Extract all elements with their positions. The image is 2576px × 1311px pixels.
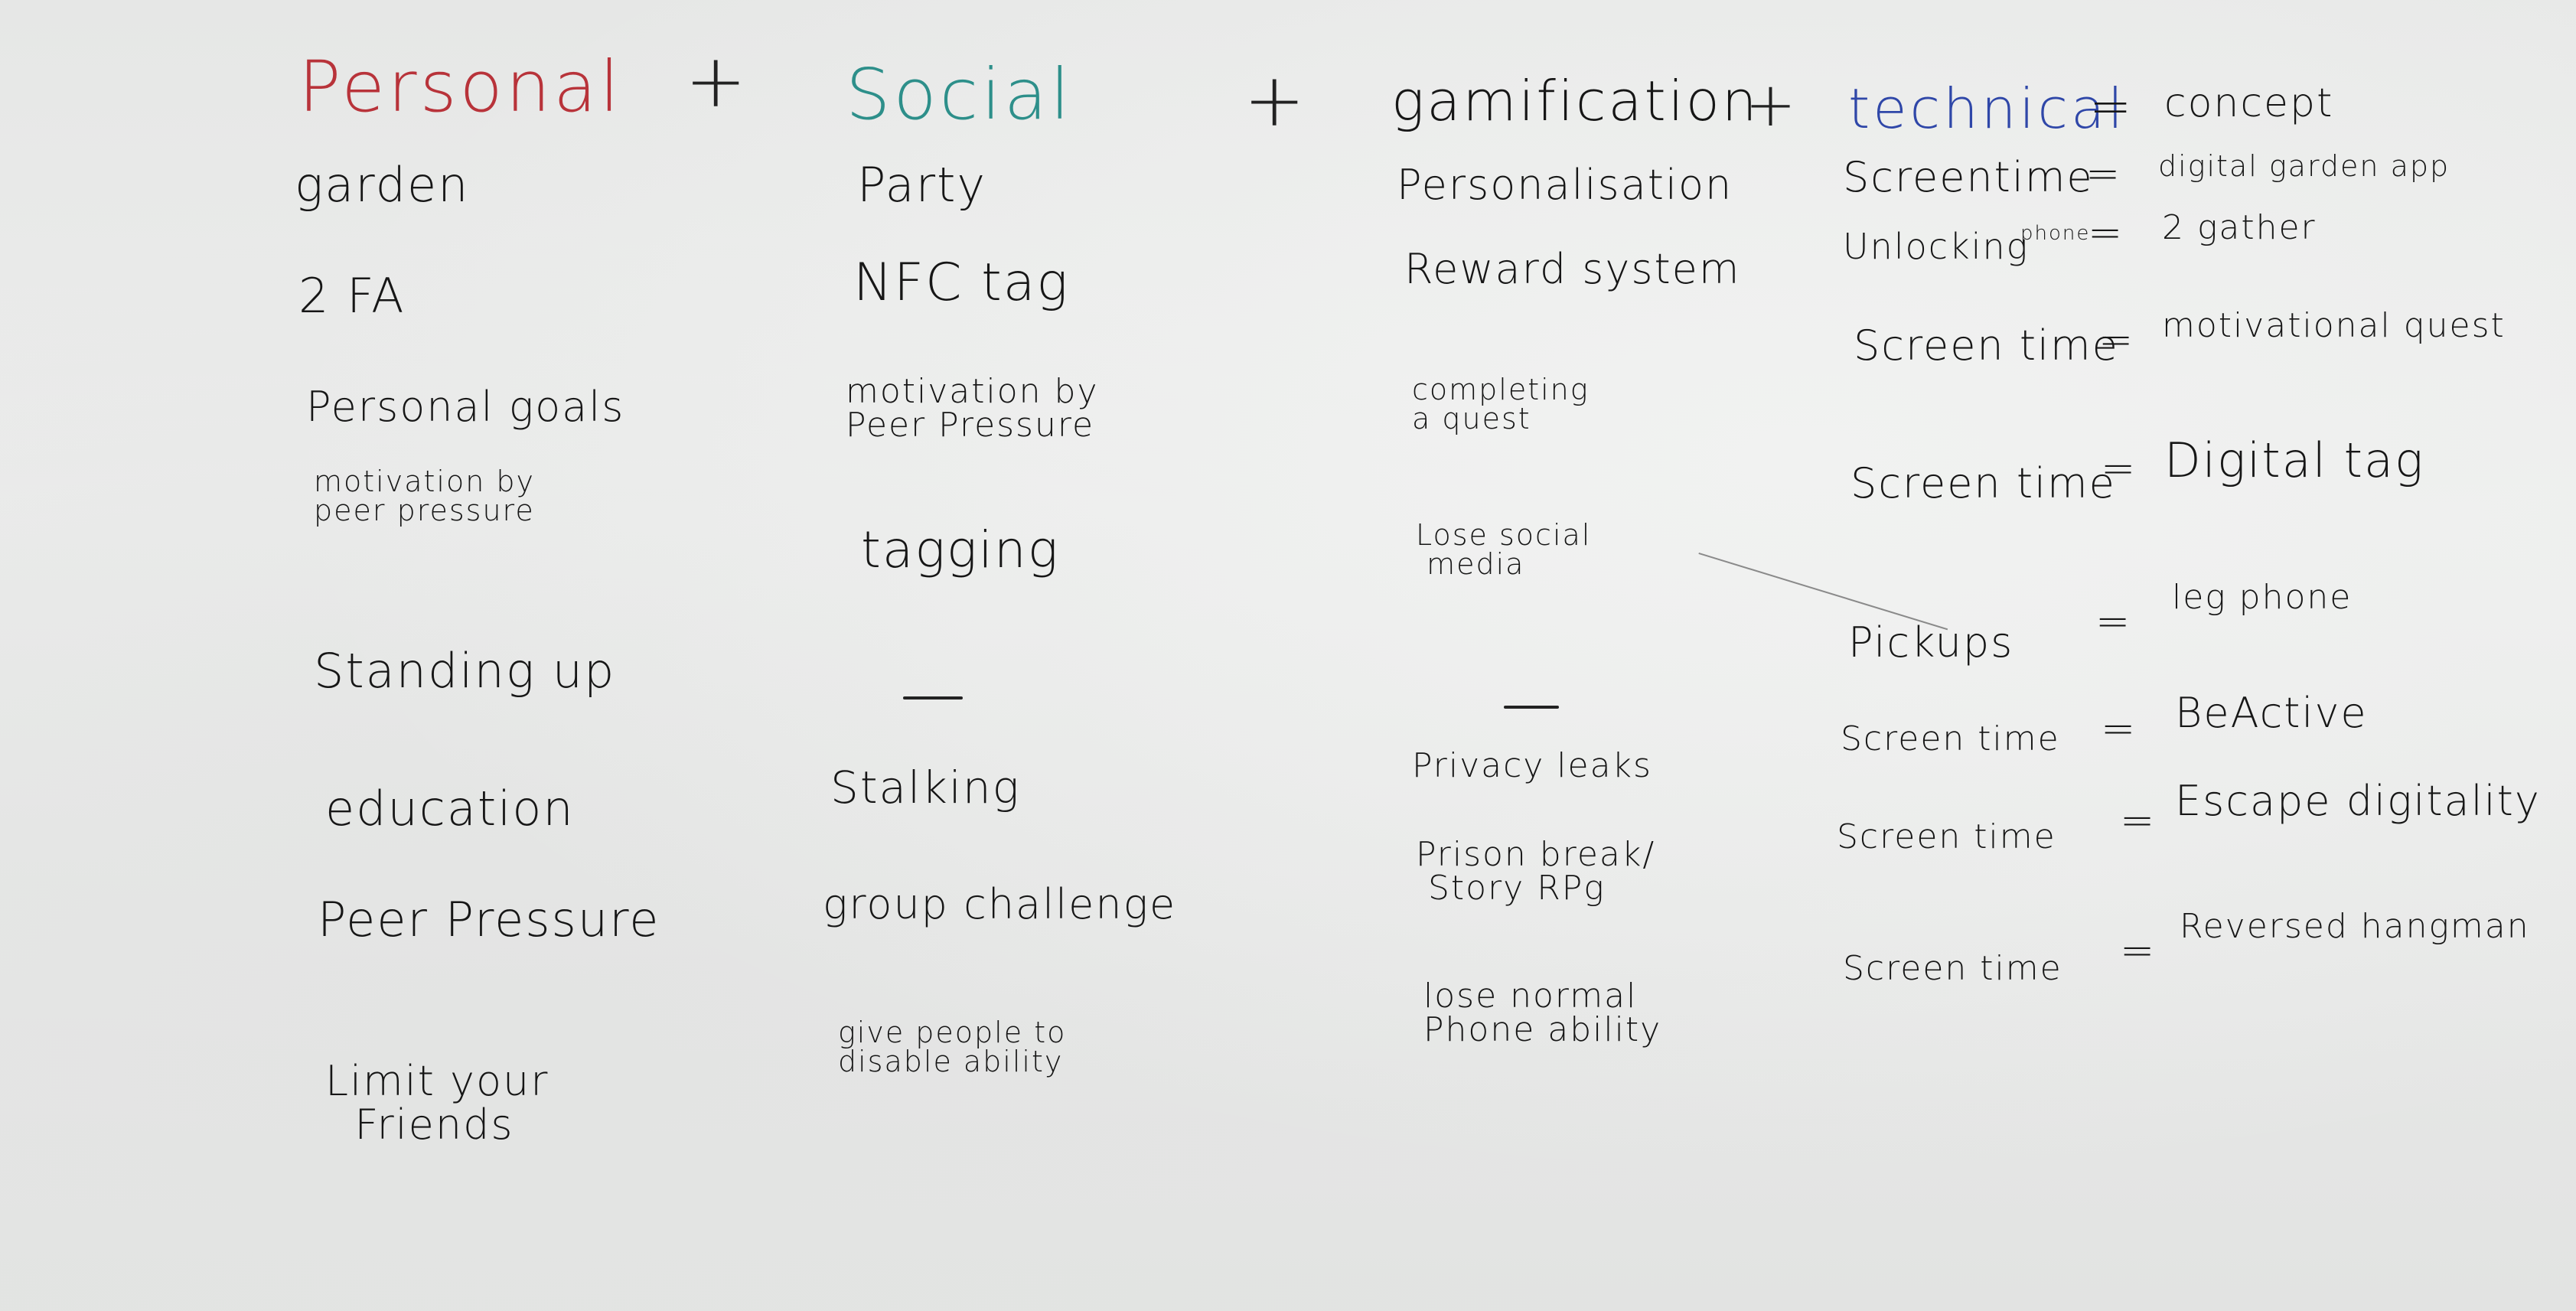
gamification-prison-break: Prison break/ Story RPg [1416, 835, 1656, 908]
tech-row-2-left: Unlocking [1843, 226, 2030, 267]
tech-row-6-right: BeActive [2175, 689, 2368, 737]
personal-limit-friends: Limit your Friends [325, 1057, 549, 1149]
tech-row-2-left-small: phone [2020, 222, 2091, 245]
tech-row-2-eq: = [2088, 208, 2124, 256]
social-disable-ability: give people to disable ability [838, 1016, 1067, 1078]
heading-technical: technical [1848, 77, 2127, 141]
gamification-reward-system: Reward system [1404, 245, 1741, 293]
tech-row-5-left: Pickups [1848, 618, 2014, 667]
equals-concept: = [2089, 77, 2134, 135]
social-nfc-tag: NFC tag [853, 253, 1070, 313]
social-tagging: tagging [861, 520, 1060, 579]
gamification-lose-phone-ability: lose normal Phone ability [1423, 977, 1662, 1049]
tech-row-7-right: Escape digitality [2175, 777, 2541, 825]
tech-row-5-right: leg phone [2172, 578, 2353, 617]
plus-sign-1: + [685, 38, 748, 124]
personal-motivation: motivation by peer pressure [314, 465, 535, 527]
personal-2fa: 2 FA [298, 268, 406, 324]
tech-row-8-right: Reversed hangman [2180, 907, 2530, 946]
gamification-lose-social-media: Lose social media [1416, 518, 1592, 581]
social-group-challenge: group challenge [823, 880, 1177, 928]
tech-row-1-right: digital garden app [2158, 149, 2450, 183]
gamification-privacy-leaks: Privacy leaks [1412, 746, 1652, 785]
heading-gamification: gamification [1391, 69, 1759, 133]
social-dash [903, 696, 963, 700]
personal-garden: garden [295, 157, 470, 213]
personal-goals: Personal goals [306, 383, 625, 431]
gamification-personalisation: Personalisation [1397, 161, 1733, 209]
tech-row-7-eq: = [2120, 796, 2157, 844]
tech-row-8-eq: = [2120, 926, 2157, 974]
plus-sign-2: + [1244, 57, 1307, 143]
personal-standing-up: Standing up [314, 643, 616, 699]
tech-row-4-left: Screen time [1850, 459, 2116, 507]
tech-row-5-eq: = [2095, 597, 2132, 645]
social-motivation: motivation by Peer Pressure [846, 372, 1099, 445]
heading-personal: Personal [298, 46, 623, 128]
social-stalking: Stalking [830, 761, 1021, 814]
plus-sign-3: + [1745, 69, 1798, 140]
tech-row-7-left: Screen time [1837, 817, 2056, 856]
heading-social: Social [846, 54, 1073, 135]
tech-row-3-left: Screen time [1854, 321, 2119, 370]
tech-row-6-left: Screen time [1841, 719, 2060, 758]
personal-education: education [325, 781, 575, 836]
ghost-smudge [1145, 780, 1169, 844]
gamification-dash [1504, 706, 1559, 709]
tech-row-4-right: Digital tag [2164, 432, 2425, 488]
social-party: Party [857, 157, 987, 213]
tech-row-6-eq: = [2101, 704, 2137, 752]
tech-row-2-right: 2 gather [2162, 208, 2317, 247]
tech-row-1-eq: = [2085, 149, 2122, 197]
personal-peer-pressure: Peer Pressure [318, 892, 660, 947]
tech-row-4-eq: = [2101, 444, 2137, 492]
gamification-completing-quest: completing a quest [1412, 373, 1590, 435]
heading-concept: concept [2164, 80, 2334, 126]
tech-row-1-left: Screentime [1843, 153, 2094, 201]
tech-row-8-left: Screen time [1843, 949, 2062, 988]
tech-row-3-right: motivational quest [2162, 306, 2506, 345]
tech-row-3-eq: = [2098, 315, 2135, 364]
